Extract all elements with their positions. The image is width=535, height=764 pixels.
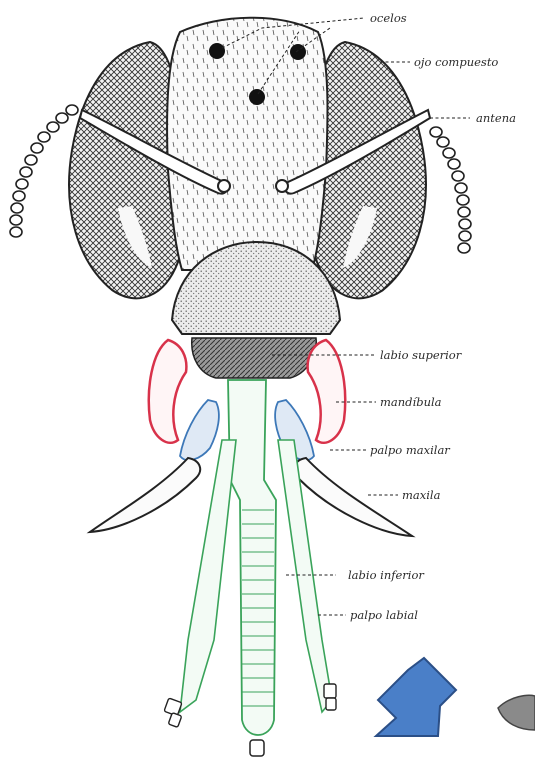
label-labio-superior: labio superior [380,348,463,362]
label-labio-inferior: labio inferior [348,568,425,582]
right-antenna-flagellum [430,127,471,253]
ocellus-right [290,44,306,60]
label-maxila: maxila [402,488,441,502]
right-maxilla [294,458,412,536]
labrum [192,338,316,378]
left-antenna-flagellum [10,105,78,237]
ocellus-median [249,89,265,105]
left-mandible [149,340,187,443]
left-maxilla [90,458,200,532]
left-maxillary-palp [180,400,219,460]
blue-arrow [376,658,456,736]
ocellus-left [209,43,225,59]
labium [228,380,276,735]
label-palpo-labial: palpo labial [350,608,418,622]
label-mandibula: mandíbula [380,395,442,409]
label-antena: antena [476,111,516,125]
label-ojo-compuesto: ojo compuesto [414,55,498,69]
glossa-tip [250,740,264,756]
label-palpo-maxilar: palpo maxilar [370,443,451,457]
label-ocelos: ocelos [370,11,407,25]
edge-fragment-shape [498,695,535,730]
